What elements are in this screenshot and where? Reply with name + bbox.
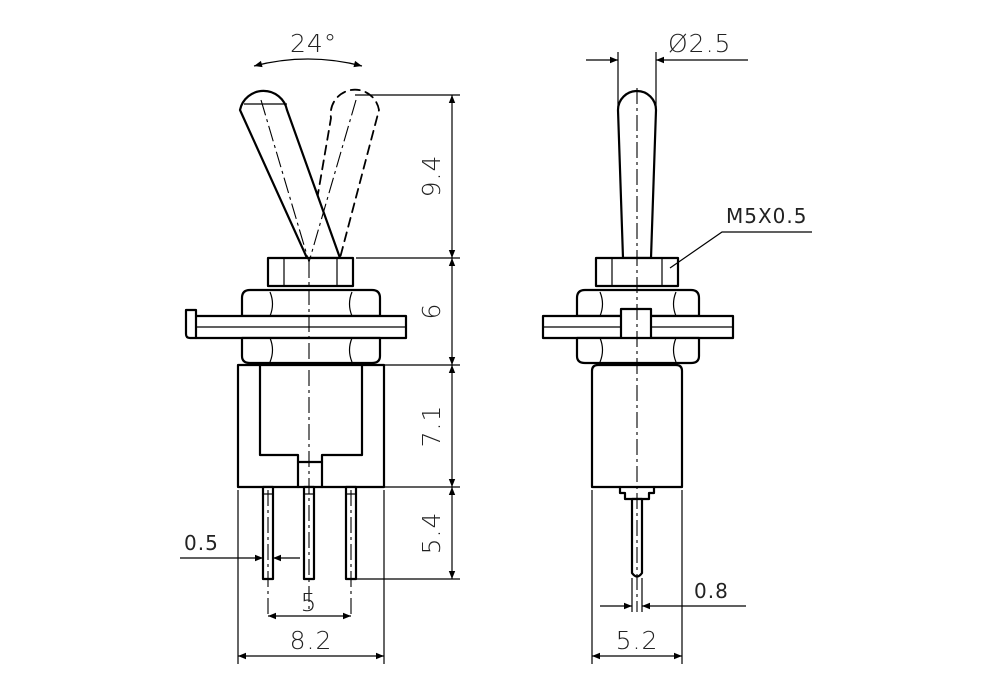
dim-body-depth: 5.2 [616,626,659,655]
front-plate-tab [184,308,198,340]
side-lower-nut [575,336,701,365]
dim-pin-thickness: 0.8 [694,579,729,603]
front-view [184,88,408,616]
front-lever [238,89,342,260]
dim-toggle-angle: 24° [290,29,337,58]
side-upper-nut [575,288,701,318]
dimension-labels: 24° Ø2.5 M5X0.5 9.4 6 7.1 5.4 0.5 5 8.2 … [184,29,808,655]
dimension-lines [180,56,812,660]
dim-thread: M5X0.5 [726,204,808,228]
dim-lever-height: 9.4 [417,155,446,198]
front-lower-nut [240,336,382,365]
dim-pin-length: 5.4 [417,512,446,555]
dim-body-height: 7.1 [417,405,446,448]
side-view [541,88,735,612]
dim-bushing-height: 6 [417,303,446,320]
front-upper-nut [240,288,382,318]
dim-body-width: 8.2 [290,626,333,655]
front-bushing-collar [266,256,355,288]
front-lever-alt-position [306,88,380,259]
dim-pin-pitch: 5 [301,588,318,617]
side-pin [630,497,644,578]
side-anti-rotation-key [619,307,653,341]
dim-pin-width: 0.5 [184,531,219,555]
dim-lever-diameter: Ø2.5 [668,29,731,58]
extension-lines [237,52,683,664]
front-body [236,363,386,489]
